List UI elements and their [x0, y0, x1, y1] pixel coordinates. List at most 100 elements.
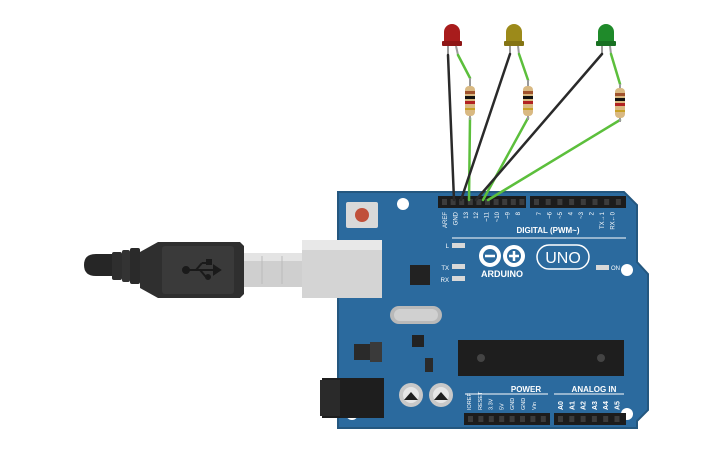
header-socket[interactable] [558, 416, 563, 422]
header-socket[interactable] [467, 199, 473, 205]
resistor[interactable] [615, 88, 625, 118]
analog-pin-label-4: A4 [603, 401, 610, 410]
pin-label-10: ~5 [558, 211, 564, 219]
header-socket[interactable] [459, 199, 465, 205]
on-led [596, 265, 609, 270]
small-chip [412, 335, 424, 347]
pin-label-3: 12 [474, 211, 480, 218]
usb-symbol-icon [182, 259, 222, 280]
header-socket[interactable] [591, 416, 597, 422]
status-leds: L TX RX ON [441, 243, 620, 284]
transistor [425, 358, 433, 372]
header-socket[interactable] [604, 199, 610, 205]
pin-label-5: ~10 [495, 211, 501, 222]
analog-pin-label-2: A2 [581, 401, 588, 410]
led-label-l: L [446, 244, 450, 250]
header-socket[interactable] [569, 199, 575, 205]
power-pin-label-3: 5V [499, 403, 505, 410]
usb-chip [410, 265, 430, 285]
power-pin-label-1: RESET [478, 391, 484, 410]
black-wires[interactable] [446, 52, 604, 202]
power-pin-label-2: 3.3V [489, 398, 495, 410]
mounting-hole [621, 264, 633, 276]
header-socket[interactable] [603, 416, 609, 422]
resistor[interactable] [523, 86, 533, 116]
header-socket[interactable] [478, 416, 484, 422]
header-socket[interactable] [442, 199, 447, 205]
power-pin-label-0: IOREF [467, 393, 473, 410]
header-socket[interactable] [530, 416, 536, 422]
header-socket[interactable] [615, 199, 621, 205]
header-socket[interactable] [534, 199, 539, 205]
pin-label-11: 4 [569, 211, 575, 215]
capacitor [429, 383, 453, 407]
analog-pin-labels: A0 A1 A2 A3 A4 A5 [558, 401, 622, 410]
header-socket[interactable] [450, 199, 456, 205]
pin-label-15: RX←0 [611, 211, 617, 229]
analog-pin-label-3: A3 [592, 401, 599, 410]
header-socket[interactable] [580, 199, 586, 205]
power-jack[interactable] [320, 378, 384, 418]
header-socket[interactable] [540, 416, 546, 422]
header-socket[interactable] [580, 416, 586, 422]
led-green[interactable] [596, 24, 616, 46]
on-label: ON [611, 266, 620, 272]
header-socket[interactable] [488, 416, 494, 422]
pin-label-12: ~3 [579, 211, 585, 219]
header-socket[interactable] [545, 199, 551, 205]
analog-pin-label-5: A5 [615, 401, 622, 410]
header-socket[interactable] [502, 199, 508, 205]
led-label-rx: RX [441, 278, 449, 284]
green-wires[interactable] [456, 52, 622, 202]
resistor-leads [469, 78, 621, 122]
led-label-tx: TX [441, 266, 449, 272]
microcontroller-chip [458, 340, 624, 376]
usb-cable[interactable] [84, 242, 302, 298]
header-socket[interactable] [557, 199, 563, 205]
header-socket[interactable] [493, 199, 499, 205]
led-legs [447, 45, 612, 56]
header-socket[interactable] [468, 416, 473, 422]
pin-label-14: TX→1 [600, 211, 606, 229]
power-label: POWER [511, 385, 541, 394]
header-socket[interactable] [485, 199, 490, 205]
header-socket[interactable] [519, 199, 525, 205]
power-pin-label-4: GND [510, 398, 516, 410]
led-red[interactable] [442, 24, 462, 46]
analog-pin-label-1: A1 [569, 401, 576, 410]
pin-label-9: ~6 [548, 211, 554, 219]
pin-label-4: ~11 [485, 211, 491, 221]
header-socket[interactable] [510, 199, 516, 205]
analog-label: ANALOG IN [572, 385, 617, 394]
digital-label: DIGITAL (PWM~) [516, 226, 579, 235]
svg-text:UNO: UNO [545, 250, 581, 267]
header-socket[interactable] [569, 416, 575, 422]
capacitor [399, 383, 423, 407]
resistor[interactable] [465, 86, 475, 116]
arduino-board[interactable]: AREF GND 13 12 ~11 ~10 ~9 8 7 ~6 ~5 4 ~3 2 TX→1 RX←0 DI… [302, 191, 649, 429]
header-socket[interactable] [614, 416, 620, 422]
power-pin-label-5: GND [521, 398, 527, 410]
header-socket[interactable] [476, 199, 482, 205]
header-socket[interactable] [520, 416, 525, 422]
header-socket[interactable] [592, 199, 598, 205]
led-yellow[interactable] [504, 24, 524, 46]
pin-label-8: 7 [537, 211, 543, 215]
reset-button[interactable] [346, 202, 378, 228]
pin-label-13: 2 [590, 211, 596, 215]
pin-label-6: ~9 [505, 211, 511, 219]
pin-label-0: AREF [443, 212, 449, 228]
pin-label-7: 8 [516, 211, 522, 215]
voltage-regulator [354, 342, 382, 362]
header-socket[interactable] [499, 416, 505, 422]
digital-header [438, 196, 626, 208]
pin-label-2: 13 [464, 211, 470, 218]
header-socket[interactable] [509, 416, 515, 422]
mounting-hole [397, 198, 409, 210]
crystal-oscillator [390, 306, 442, 324]
analog-pin-label-0: A0 [558, 401, 565, 410]
arduino-logo-icon [479, 245, 525, 267]
